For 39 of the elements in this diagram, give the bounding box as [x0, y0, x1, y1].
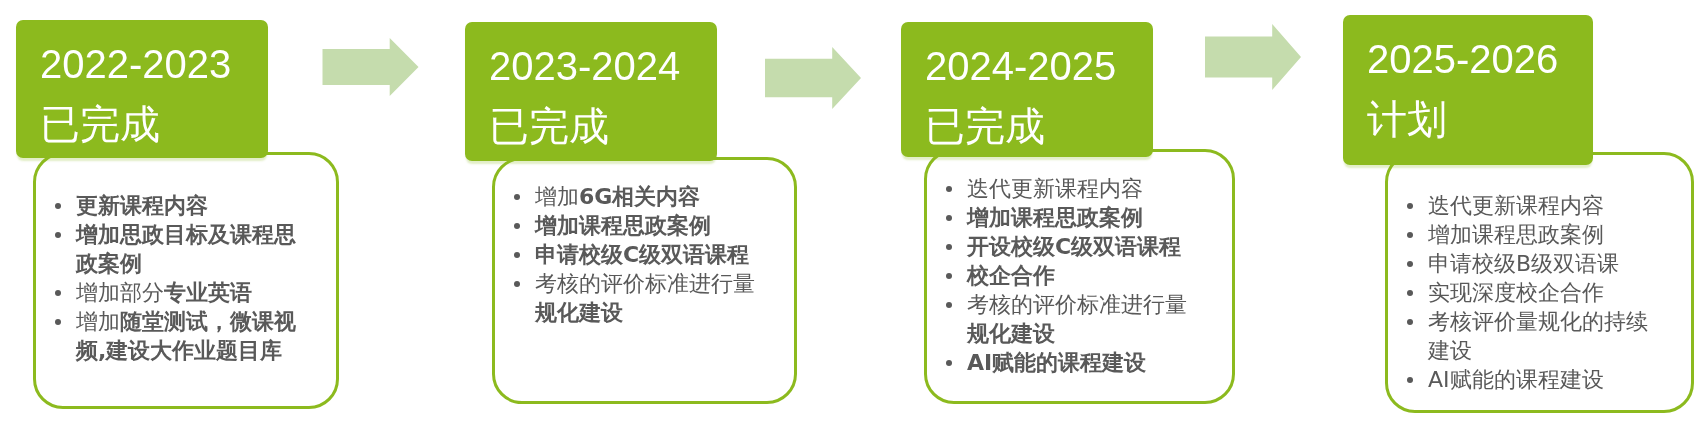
task-text: 增加部分专业英语	[76, 280, 252, 305]
task-text: 增加6G相关内容	[535, 184, 701, 209]
status-label: 已完成	[40, 101, 161, 148]
task-text: 迭代更新课程内容	[967, 176, 1143, 201]
block-arrow	[322, 38, 419, 96]
task-card	[33, 152, 339, 409]
task-card	[1385, 152, 1694, 413]
status-label: 已完成	[925, 103, 1046, 150]
task-text: 增加课程思政案例	[1428, 222, 1604, 247]
block-arrow	[765, 47, 861, 109]
stage-header	[16, 20, 268, 158]
stage-header	[465, 22, 717, 161]
task-text: 申请校级C级双语课程	[535, 242, 750, 267]
task-text: 迭代更新课程内容	[1428, 193, 1604, 218]
task-text: 增加随堂测试，微课视频,建设大作业题目库	[76, 309, 296, 363]
task-text: 增加课程思政案例	[535, 213, 711, 238]
task-card	[924, 149, 1235, 404]
task-text: 申请校级B级双语课	[1428, 251, 1620, 276]
task-text: 更新课程内容	[76, 193, 208, 218]
status-label: 计划	[1367, 96, 1448, 143]
year-range: 2024-2025	[925, 43, 1118, 90]
task-card	[492, 157, 797, 404]
task-text: 考核评价量规化的持续建设	[1428, 309, 1648, 363]
task-text: 增加课程思政案例	[967, 205, 1143, 230]
task-text: 增加思政目标及课程思政案例	[76, 222, 296, 276]
task-text: 开设校级C级双语课程	[967, 234, 1182, 259]
stage-header	[1343, 15, 1593, 165]
task-text: AI赋能的课程建设	[967, 350, 1147, 375]
year-range: 2025-2026	[1367, 36, 1560, 83]
task-text: 校企合作	[967, 263, 1055, 288]
year-range: 2022-2023	[40, 41, 233, 88]
status-label: 已完成	[489, 103, 610, 150]
task-text: 考核的评价标准进行量规化建设	[535, 271, 755, 325]
task-text: AI赋能的课程建设	[1428, 367, 1604, 392]
stage-header	[901, 22, 1153, 157]
year-range: 2023-2024	[489, 43, 682, 90]
block-arrow	[1205, 24, 1301, 90]
task-text: 实现深度校企合作	[1428, 280, 1604, 305]
task-text: 考核的评价标准进行量规化建设	[967, 292, 1187, 346]
